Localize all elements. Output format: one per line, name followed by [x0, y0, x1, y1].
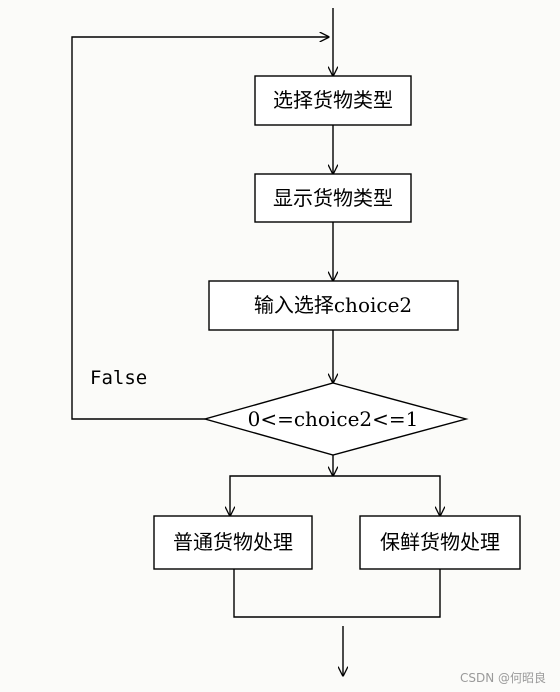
split-right-line [333, 475, 440, 516]
condition-label: 0<=choice2<=1 [248, 407, 419, 431]
merge-line [233, 569, 441, 618]
fresh-goods-box [359, 515, 521, 570]
false-label: False [90, 367, 147, 389]
split-left-line [230, 475, 333, 516]
show-type-box [254, 173, 412, 223]
input-choice-box [208, 280, 459, 331]
fresh-goods-label: 保鲜货物处理 [380, 530, 500, 554]
watermark: CSDN @何昭良 [459, 671, 546, 685]
normal-goods-label: 普通货物处理 [173, 530, 293, 554]
input-choice-label: 输入选择choice2 [254, 293, 412, 317]
show-type-label: 显示货物类型 [273, 186, 393, 210]
select-type-label: 选择货物类型 [273, 88, 393, 112]
normal-goods-box [153, 515, 313, 570]
false-loop-line [71, 37, 329, 420]
